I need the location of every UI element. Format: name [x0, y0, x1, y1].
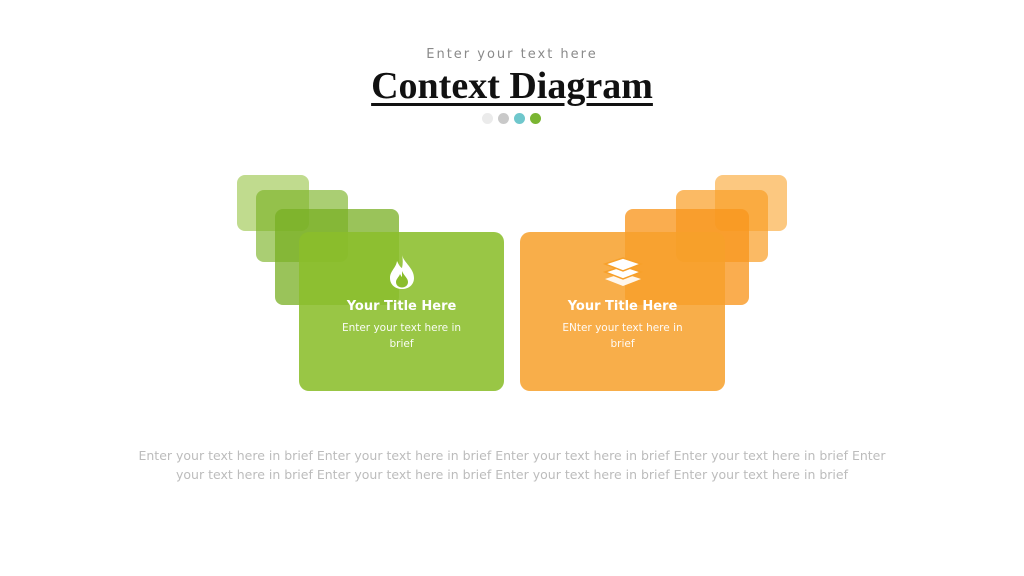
dot-3	[514, 113, 525, 124]
card-description: Enter your text here in brief	[341, 322, 462, 350]
dot-2	[498, 113, 509, 124]
slide-subtitle: Enter your text here	[426, 47, 598, 62]
footer-paragraph: Enter your text here in brief Enter your…	[138, 448, 886, 482]
dot-1	[482, 113, 493, 124]
layers-icon	[520, 254, 725, 288]
card-orange: Your Title Here ENter your text here in …	[520, 232, 725, 391]
card-description: ENter your text here in brief	[562, 322, 683, 350]
card-title: Your Title Here	[346, 299, 457, 314]
slide-title: Context Diagram	[371, 65, 653, 107]
progress-dots	[482, 113, 541, 124]
flame-icon	[299, 254, 504, 290]
dot-4	[530, 113, 541, 124]
card-green: Your Title Here Enter your text here in …	[299, 232, 504, 391]
card-title: Your Title Here	[567, 299, 678, 314]
